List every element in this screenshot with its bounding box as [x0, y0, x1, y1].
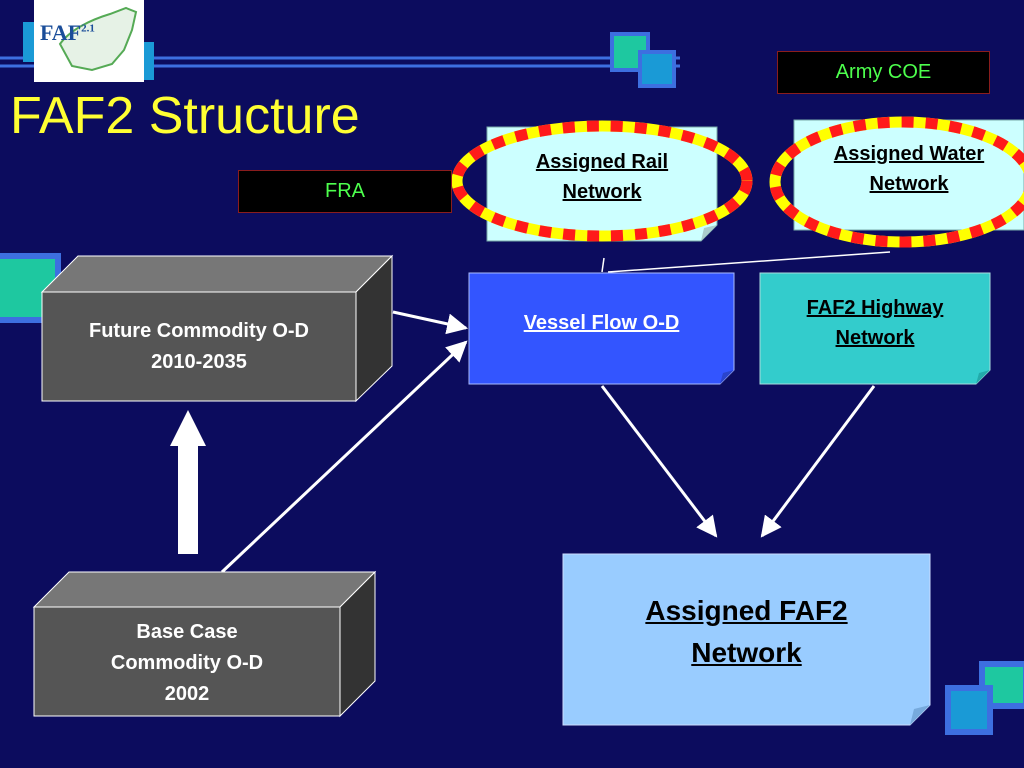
node-assigned-faf2-text: Assigned FAF2 Network: [563, 590, 930, 674]
node-vessel-flow-line1: Vessel Flow O-D: [523, 312, 680, 334]
block-arrow-up: [170, 410, 206, 554]
label-fra: FRA: [238, 170, 452, 213]
logo-wordmark: FAF2.1: [40, 20, 95, 45]
corner-decoration: [945, 661, 1024, 735]
node-base-case-text: Base Case Commodity O-D 2002: [34, 617, 340, 710]
node-future-commodity-text: Future Commodity O-D 2010-2035: [42, 316, 356, 378]
node-faf2-highway-text: FAF2 Highway Network: [760, 293, 990, 353]
node-faf2-highway-line1: FAF2 Highway: [806, 297, 944, 319]
highlight-ellipse-rail: [451, 120, 753, 242]
note-faf2-highway: [759, 272, 991, 385]
arrow-future-to-vessel: [392, 310, 469, 335]
node-assigned-water-line2: Network: [869, 173, 949, 195]
node-assigned-water-line1: Assigned Water: [833, 143, 985, 165]
node-future-commodity-line2: 2010-2035: [151, 351, 247, 373]
label-army-coe: Army COE: [777, 51, 990, 94]
node-base-case-line3: 2002: [164, 683, 210, 705]
node-assigned-rail-line2: Network: [562, 181, 642, 203]
cube-future-commodity: [40, 254, 394, 403]
note-assigned-faf2: [562, 553, 931, 726]
node-future-commodity-line1: Future Commodity O-D: [89, 320, 309, 342]
faf-logo: [34, 0, 144, 82]
arrow-base-to-vessel: [220, 340, 468, 574]
node-assigned-water-text: Assigned Water Network: [794, 139, 1024, 199]
arrow-highway-to-faf2: [760, 385, 876, 538]
connector-vessel-to-water: [607, 251, 891, 273]
node-base-case-line1: Base Case: [136, 621, 238, 643]
node-assigned-faf2-line1: Assigned FAF2: [645, 595, 848, 626]
node-assigned-rail-text: Assigned Rail Network: [487, 147, 717, 207]
connector-vessel-to-rail: [601, 257, 605, 273]
highlight-ellipse-water: [769, 116, 1024, 248]
node-assigned-rail-line1: Assigned Rail: [535, 151, 669, 173]
arrow-vessel-to-faf2: [600, 385, 718, 538]
cube-base-case: [32, 570, 377, 718]
note-assigned-rail: [486, 126, 718, 242]
note-vessel-flow: [468, 272, 735, 385]
node-base-case-line2: Commodity O-D: [110, 652, 264, 674]
node-faf2-highway-line2: Network: [835, 327, 915, 349]
node-vessel-flow-text: Vessel Flow O-D: [469, 308, 734, 338]
slide-title: FAF2 Structure: [10, 87, 360, 145]
node-assigned-faf2-line2: Network: [691, 637, 802, 668]
